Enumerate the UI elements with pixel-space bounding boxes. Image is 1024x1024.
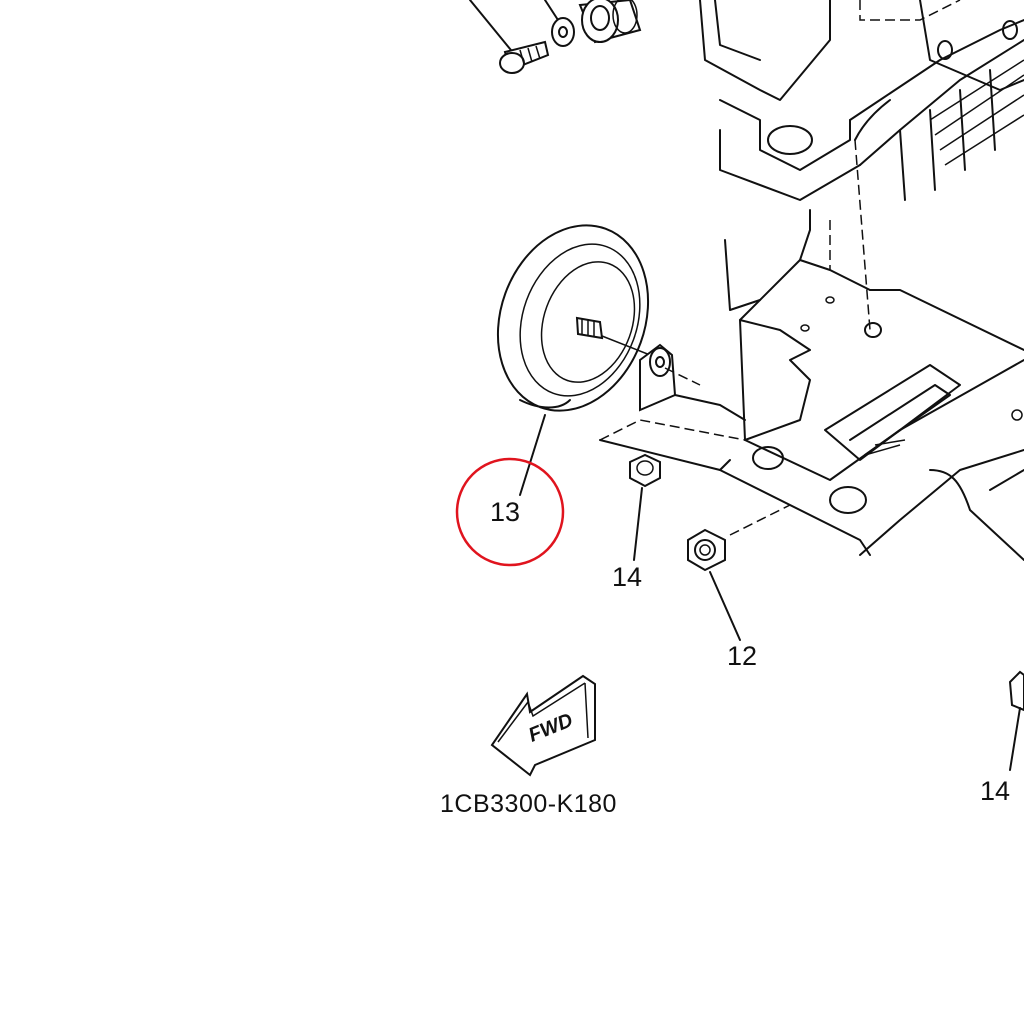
callout-14-right[interactable]: 14 <box>980 776 1011 806</box>
bracket <box>599 209 1024 561</box>
screw-top <box>469 0 550 74</box>
callout-12[interactable]: 12 <box>727 641 758 671</box>
washer-top <box>544 0 575 47</box>
callout-14[interactable]: 14 <box>612 562 643 592</box>
figure-code: 1CB3300-K180 <box>440 790 617 818</box>
centerline <box>854 139 871 331</box>
nut-14-right <box>1008 670 1024 712</box>
fwd-arrow-icon <box>490 674 596 777</box>
horn-part-13 <box>496 224 746 421</box>
leader-lines <box>519 414 1021 771</box>
highlight-circle <box>455 457 565 567</box>
nut-14 <box>629 453 661 488</box>
frame-upper <box>699 0 1024 201</box>
callout-13[interactable]: 13 <box>490 497 521 527</box>
nut-12 <box>687 504 791 572</box>
grommet-top <box>578 0 642 44</box>
